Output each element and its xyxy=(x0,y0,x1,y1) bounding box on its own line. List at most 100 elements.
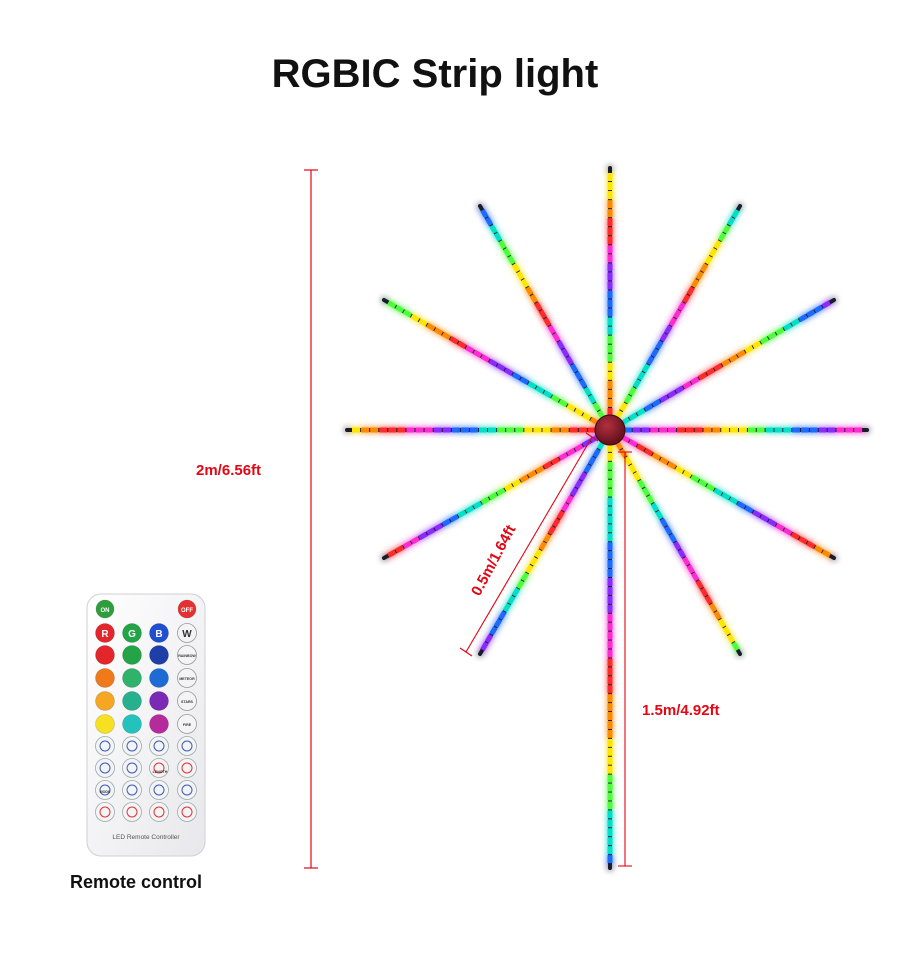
remote-effect-label: RAINBOW xyxy=(178,654,196,658)
led-segment xyxy=(565,494,574,505)
led-segment xyxy=(418,318,428,327)
led-segment xyxy=(535,385,545,394)
remote-function-icon xyxy=(99,740,111,752)
remote-color-button[interactable] xyxy=(95,714,115,734)
led-segment xyxy=(574,407,584,417)
led-segment xyxy=(721,358,731,367)
led-segment xyxy=(650,348,660,358)
remote-color-button[interactable] xyxy=(95,691,115,711)
remote-effect-label: METEOR xyxy=(179,677,195,681)
led-segment xyxy=(650,502,660,512)
remote-function-button[interactable] xyxy=(122,736,142,756)
remote-on-button[interactable] xyxy=(95,599,115,619)
led-segment xyxy=(677,301,686,312)
led-segment xyxy=(674,385,685,394)
led-segment xyxy=(511,478,522,488)
remote-function-button[interactable] xyxy=(149,736,169,756)
remote-function-button[interactable] xyxy=(95,736,115,756)
led-segment xyxy=(667,389,677,399)
led-segment xyxy=(402,309,413,318)
remote-effect-button[interactable] xyxy=(177,691,197,711)
remote-function-button[interactable] xyxy=(95,802,115,822)
led-segment xyxy=(535,465,545,474)
led-segment xyxy=(516,579,525,590)
led-segment xyxy=(520,572,530,582)
remote-function-button[interactable] xyxy=(177,802,197,822)
led-segment xyxy=(441,518,452,527)
led-segment xyxy=(394,545,405,554)
led-segment xyxy=(472,500,483,510)
remote-color-button[interactable] xyxy=(122,714,142,734)
led-segment xyxy=(695,579,704,590)
remote-color-button[interactable] xyxy=(149,645,169,665)
led-segment xyxy=(673,309,682,319)
remote-effect-button[interactable] xyxy=(177,668,197,688)
remote-function-button[interactable] xyxy=(122,780,142,800)
led-segment xyxy=(507,255,516,265)
led-segment xyxy=(542,461,553,470)
led-segment xyxy=(655,340,664,350)
led-segment xyxy=(682,556,691,567)
led-segment xyxy=(813,304,824,314)
led-segment xyxy=(387,300,397,309)
remote-function-button[interactable] xyxy=(149,758,169,778)
remote-color-button[interactable] xyxy=(149,668,169,688)
led-segment xyxy=(664,525,673,536)
led-segment xyxy=(583,386,592,397)
remote-function-button[interactable] xyxy=(177,780,197,800)
led-segment xyxy=(717,232,727,242)
remote-color-button[interactable] xyxy=(122,691,142,711)
led-segment xyxy=(402,540,413,549)
remote-color-button[interactable] xyxy=(95,645,115,665)
remote-function-button[interactable] xyxy=(95,780,115,800)
remote-effect-button[interactable] xyxy=(177,645,197,665)
led-segment xyxy=(552,517,561,528)
remote-function-button[interactable] xyxy=(149,802,169,822)
led-segment xyxy=(574,479,583,489)
remote-effect-button[interactable] xyxy=(177,714,197,734)
remote-function-button[interactable] xyxy=(149,780,169,800)
remote-function-button[interactable] xyxy=(177,736,197,756)
led-segment xyxy=(578,378,588,389)
led-segment xyxy=(728,354,739,363)
remote-color-button-b[interactable] xyxy=(149,623,169,643)
led-segment xyxy=(690,572,700,582)
remote-function-button[interactable] xyxy=(122,802,142,822)
remote-color-button[interactable] xyxy=(122,645,142,665)
led-segment xyxy=(503,483,514,492)
led-segment xyxy=(511,587,521,597)
led-segment xyxy=(744,345,754,354)
remote-color-button-g[interactable] xyxy=(122,623,142,643)
led-segment xyxy=(686,286,695,296)
remote-color-button[interactable] xyxy=(149,714,169,734)
led-segment xyxy=(643,447,654,457)
remote-function-button[interactable] xyxy=(122,758,142,778)
remote-color-button[interactable] xyxy=(149,691,169,711)
led-segment xyxy=(511,372,522,381)
remote-color-button[interactable] xyxy=(95,668,115,688)
led-segment xyxy=(673,541,682,551)
remote-color-button[interactable] xyxy=(122,668,142,688)
led-segment xyxy=(587,394,597,404)
remote-color-label-g: G xyxy=(128,629,136,640)
led-segment xyxy=(752,340,762,350)
remote-color-button-r[interactable] xyxy=(95,623,115,643)
led-segment xyxy=(538,309,547,319)
led-segment xyxy=(387,549,397,558)
led-segment xyxy=(775,327,785,336)
led-segment xyxy=(646,355,655,366)
remote-off-label: OFF xyxy=(181,608,193,614)
led-segment xyxy=(721,492,731,501)
led-segment xyxy=(628,412,638,421)
led-segment xyxy=(806,540,816,549)
led-segment xyxy=(426,527,436,536)
remote-off-button[interactable] xyxy=(177,599,197,619)
remote-function-button[interactable] xyxy=(95,758,115,778)
led-segment xyxy=(550,394,561,403)
led-segment xyxy=(550,456,561,466)
remote-color-button-w[interactable] xyxy=(177,623,197,643)
remote-function-icon xyxy=(153,740,165,752)
remote-function-button[interactable] xyxy=(177,758,197,778)
remote-function-icon xyxy=(181,806,193,818)
